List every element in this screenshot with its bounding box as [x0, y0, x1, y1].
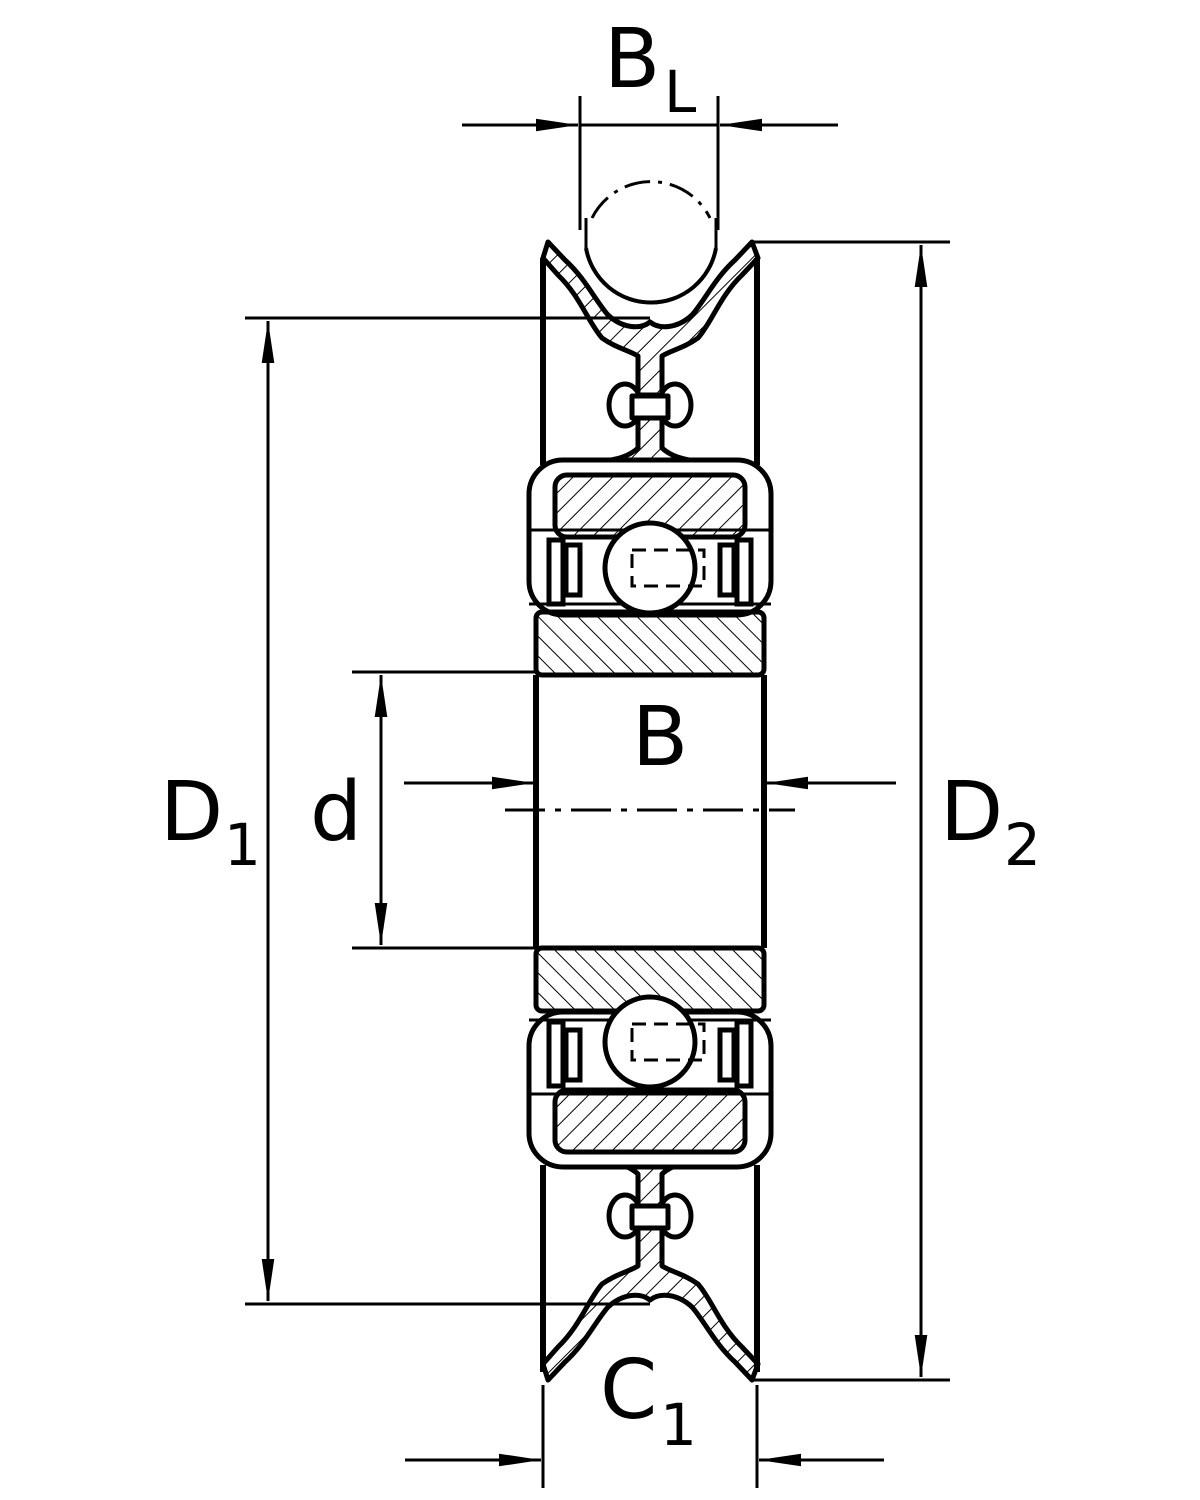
- label-d2-subscript: 2: [1004, 811, 1041, 879]
- bearing-top-half: [526, 457, 774, 678]
- label-d2: D: [940, 765, 1003, 860]
- label-d1-subscript: 1: [224, 811, 261, 879]
- label-d1: D: [160, 765, 223, 860]
- rope-profile: [584, 180, 718, 305]
- label-b: B: [632, 690, 688, 785]
- dimension-lines: [245, 96, 950, 1488]
- label-c1-subscript: 1: [660, 1391, 697, 1459]
- top-groove: [540, 239, 761, 471]
- label-c1: C: [600, 1343, 657, 1438]
- label-d: d: [310, 765, 362, 860]
- bearing-bottom-half: [526, 945, 774, 1170]
- label-bl: B: [604, 12, 660, 107]
- label-bl-subscript: L: [664, 58, 696, 126]
